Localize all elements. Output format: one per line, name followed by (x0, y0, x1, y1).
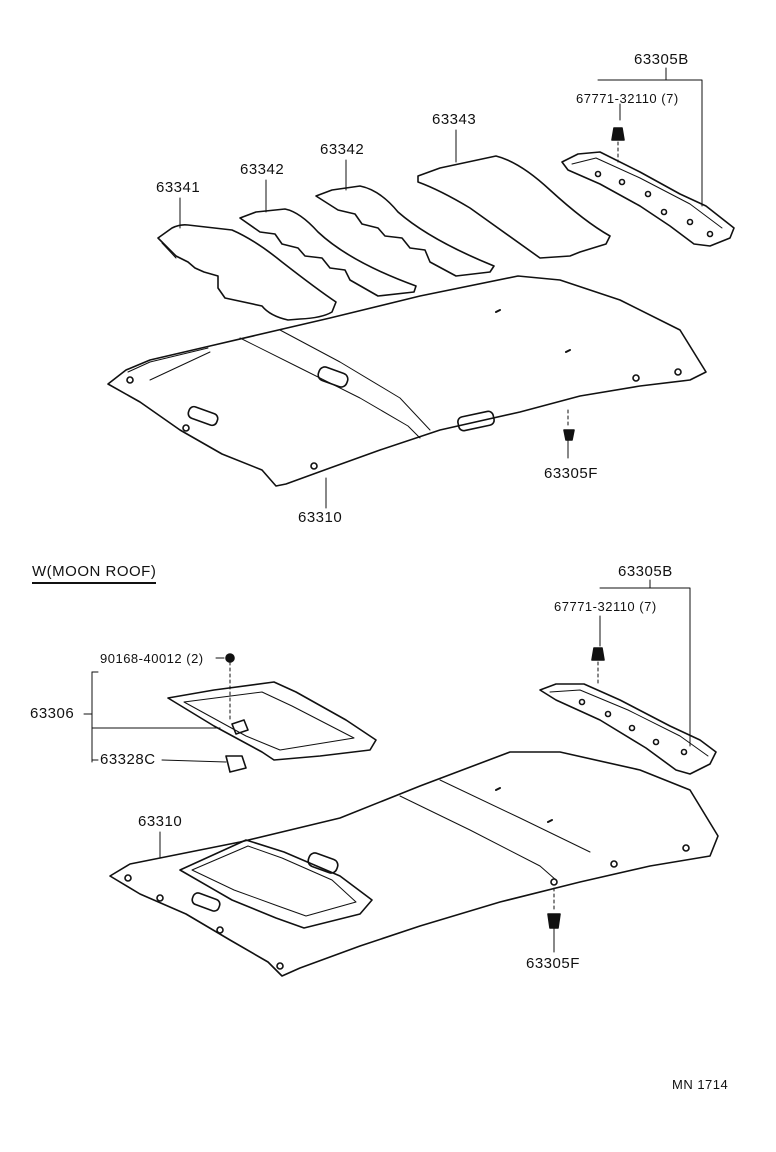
label-63328C: 63328C (100, 751, 156, 768)
sunshade-63306 (167, 681, 377, 761)
screw-90168 (225, 653, 235, 721)
label-63305F-bottom: 63305F (526, 955, 580, 972)
headliner-63310-top (107, 275, 707, 487)
label-63342-b: 63342 (320, 141, 365, 158)
label-screw: 90168-40012 (2) (100, 651, 204, 666)
diagram-code: MN 1714 (672, 1077, 729, 1092)
section-title-text: W(MOON ROOF) (32, 563, 157, 584)
pad-63343 (417, 155, 611, 259)
label-clip-bottom: 67771-32110 (7) (554, 599, 657, 614)
clip-63328C (225, 755, 247, 773)
pad-63341 (157, 224, 337, 321)
clip-top (611, 127, 625, 163)
label-63310-bottom: 63310 (138, 813, 183, 830)
clip-bottom (591, 647, 605, 685)
label-63343: 63343 (432, 111, 477, 128)
clip-63305F-bottom (547, 887, 561, 929)
clip-63305F-top (563, 409, 575, 441)
headliner-63310-bottom (109, 751, 719, 977)
leaders-bottom (83, 579, 691, 953)
section-title: W(MOON ROOF) (32, 563, 157, 584)
leaders-top (179, 67, 703, 509)
rail-63305B-top (561, 151, 735, 247)
label-63305B-top: 63305B (634, 51, 689, 68)
rail-63305B-bottom (539, 683, 717, 775)
label-63305B-bottom: 63305B (618, 563, 673, 580)
pad-63342-b (315, 185, 495, 277)
label-63341: 63341 (156, 179, 201, 196)
label-clip-top: 67771-32110 (7) (576, 91, 679, 106)
label-63306: 63306 (30, 705, 75, 722)
pad-63342-a (239, 208, 417, 297)
label-63342-a: 63342 (240, 161, 285, 178)
label-63310-top: 63310 (298, 509, 343, 526)
label-63305F-top: 63305F (544, 465, 598, 482)
